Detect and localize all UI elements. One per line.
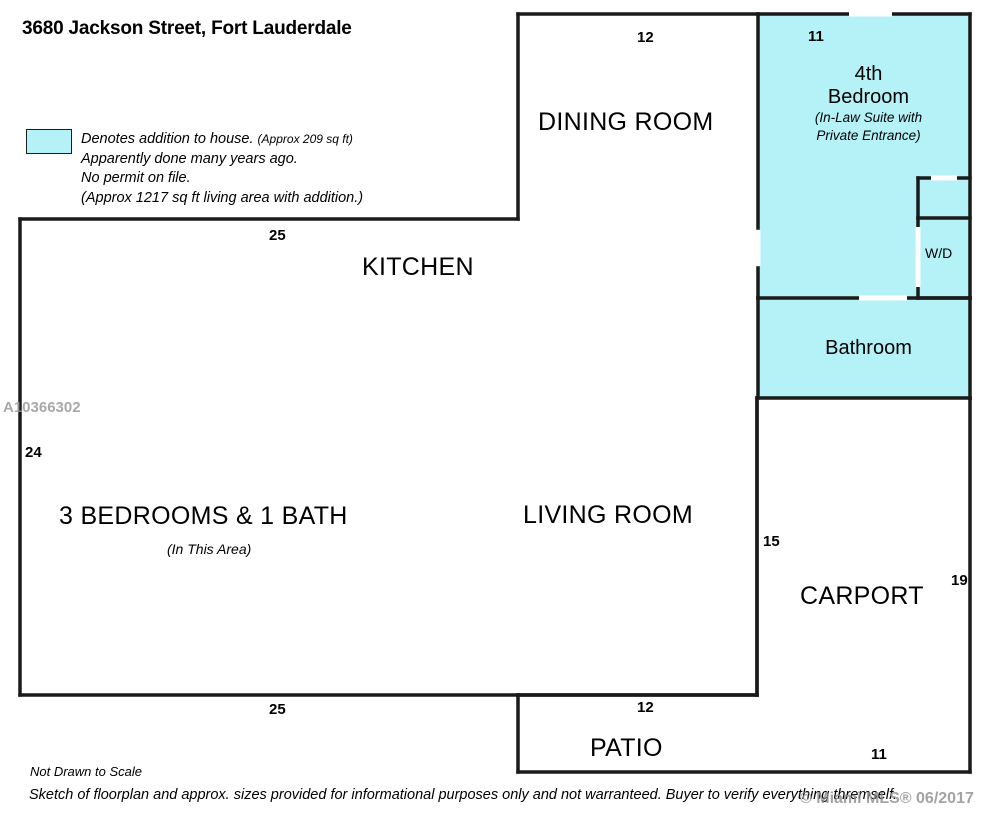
footer-disclaimer: Sketch of floorplan and approx. sizes pr… (29, 787, 898, 803)
watermark-mls-copyright: © Miami MLS® 06/2017 (800, 790, 974, 807)
dimension-bedroom-width: 11 (808, 28, 824, 45)
bedroom4-fill (758, 14, 970, 298)
dimension-patio-width: 12 (637, 699, 654, 716)
watermark-mls-id: A10366302 (3, 399, 81, 416)
legend-text-block: Denotes addition to house. (Approx 209 s… (81, 130, 363, 208)
room-label-4th-bedroom: 4th Bedroom (In-Law Suite with Private E… (766, 63, 971, 145)
dimension-main-bottom-width: 25 (269, 701, 286, 718)
room-label-bathroom: Bathroom (825, 337, 912, 359)
legend-line-1: Denotes addition to house. (81, 131, 254, 147)
legend-line-2: Apparently done many years ago. (81, 150, 298, 167)
legend-line-1-approx: (Approx 209 sq ft) (257, 132, 353, 146)
dimension-living-depth: 15 (763, 533, 780, 550)
room-label-3-bedrooms-1-bath: 3 BEDROOMS & 1 BATH (59, 502, 348, 530)
legend-color-swatch (26, 129, 72, 154)
page-title: 3680 Jackson Street, Fort Lauderdale (22, 18, 352, 39)
bathroom-fill (758, 298, 970, 398)
room-label-bedrooms-note: (In This Area) (167, 541, 252, 557)
footer-not-to-scale: Not Drawn to Scale (30, 764, 142, 779)
room-label-carport: CARPORT (800, 582, 924, 610)
dimension-carport-width: 11 (871, 746, 887, 763)
bedroom4-line-2: Bedroom (827, 86, 910, 108)
legend-line-4: (Approx 1217 sq ft living area with addi… (81, 189, 364, 206)
room-label-dining-room: DINING ROOM (538, 108, 714, 136)
legend-line-3: No permit on file. (81, 170, 191, 186)
dimension-kitchen-width: 25 (269, 227, 286, 244)
room-label-living-room: LIVING ROOM (523, 501, 693, 529)
room-label-kitchen: KITCHEN (362, 253, 474, 281)
room-label-washer-dryer: W/D (925, 245, 953, 261)
dimension-carport-depth: 19 (951, 572, 968, 589)
bedroom4-line-1: 4th (854, 63, 883, 85)
dimension-dining-width: 12 (637, 29, 654, 46)
dimension-main-depth: 24 (25, 444, 42, 461)
bedroom4-note-2: Private Entrance) (816, 128, 921, 143)
room-label-patio: PATIO (590, 734, 663, 762)
bedroom4-note-1: (In-Law Suite with (814, 110, 923, 125)
